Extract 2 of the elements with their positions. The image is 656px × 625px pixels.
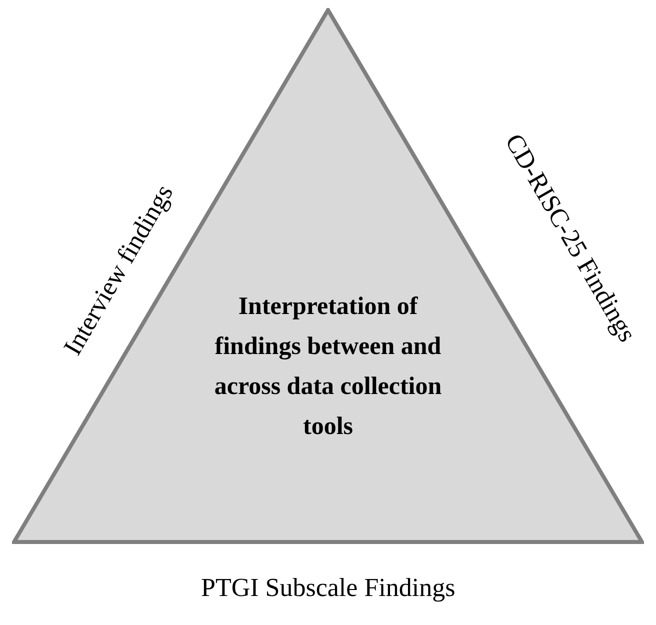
base-label: PTGI Subscale Findings [201,573,456,603]
center-text: Interpretation of findings between and across data collection tools [213,292,443,442]
